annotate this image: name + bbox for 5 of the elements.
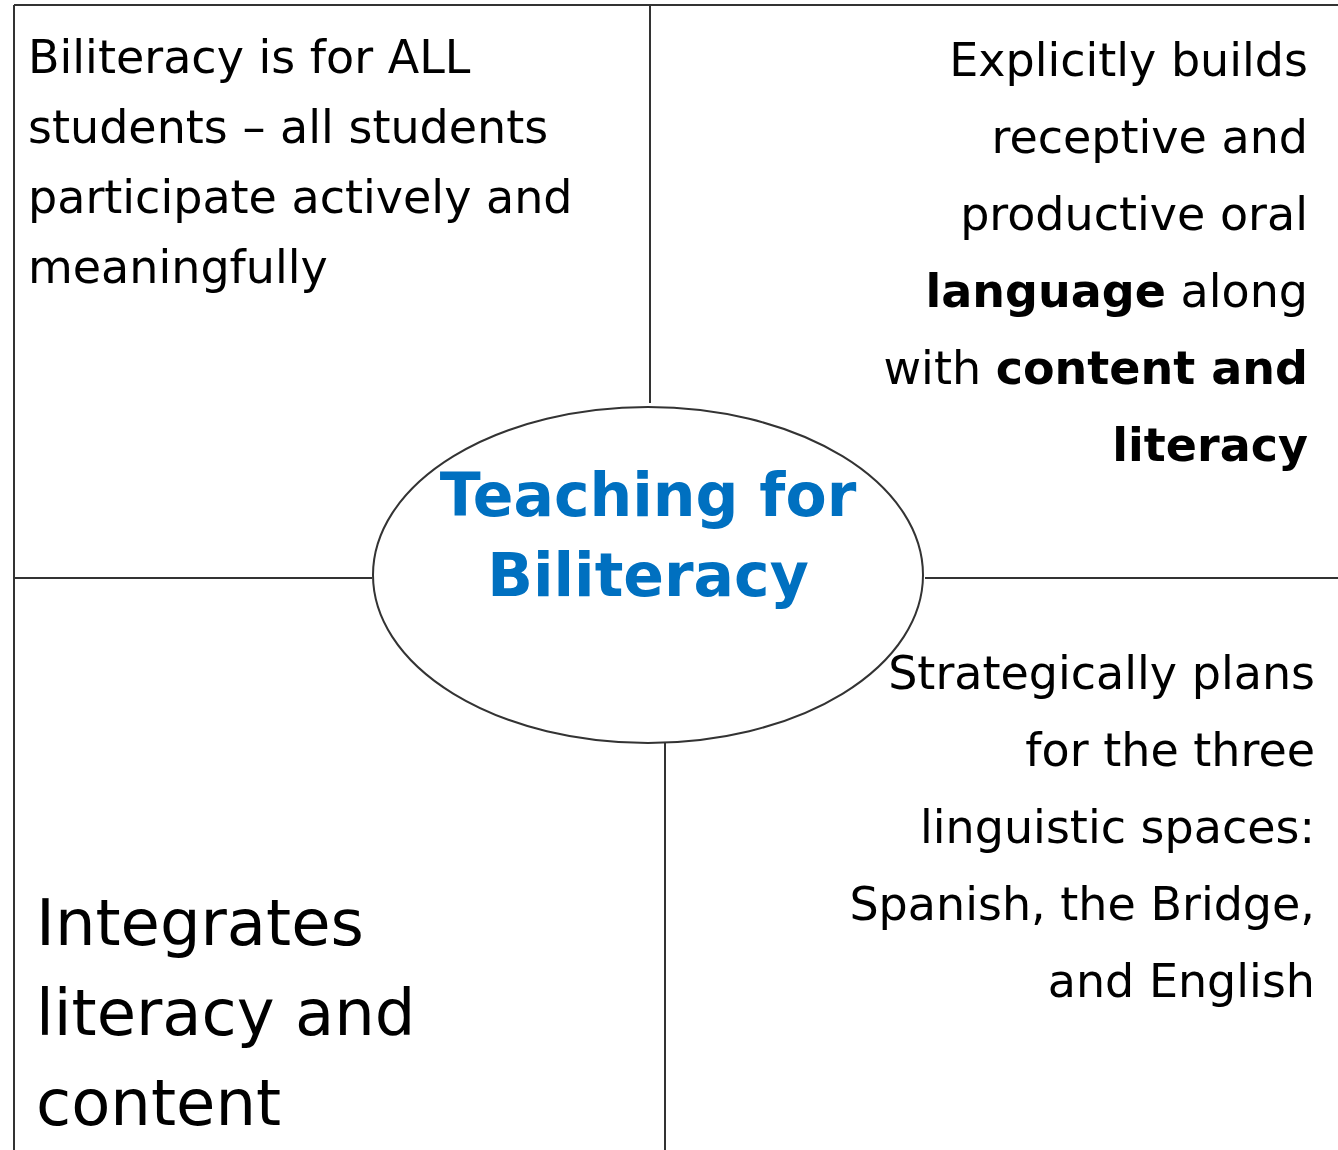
quadrant-text: Biliteracy is for ALL students – all students participate actively and meaningfully	[28, 22, 640, 302]
quadrant-text: Explicitly builds receptive and productive oral language along with content and literacy	[860, 22, 1308, 484]
title-text: Teaching for Biliteracy	[438, 459, 858, 612]
quadrant-text: Strategically plans for the three linguistic spaces: Spanish, the Bridge, and English	[835, 635, 1315, 1020]
quadrant-text: Integrates literacy and content	[36, 878, 596, 1148]
